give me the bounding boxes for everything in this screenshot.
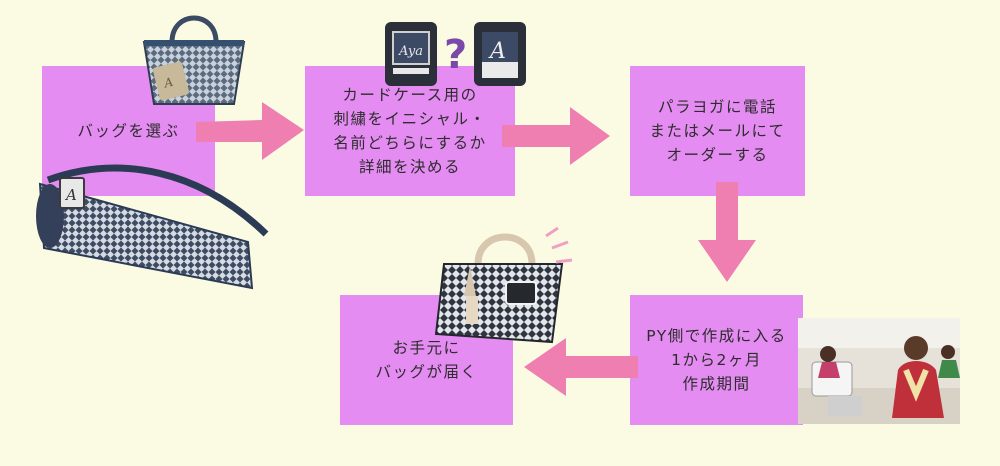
step-2-box: カードケース用の 刺繍をイニシャル・ 名前どちらにするか 詳細を決める [305,66,515,196]
step-2-line: 詳細を決める [358,158,461,176]
card-case-name-image: Aya [385,22,437,86]
arrow-left [524,338,638,396]
arrow-right-2 [502,107,610,165]
step-5-line: お手元に [392,339,461,357]
yoga-mat-bag-image: A [36,164,269,290]
arrow-down [698,182,756,282]
step-5-line: バッグが届く [375,363,478,381]
step-4-line: 作成期間 [682,375,751,393]
arrow-right-1 [196,102,304,160]
card-case-initial-image: A [474,22,526,86]
mat-bag-tag-label: A [64,186,77,204]
step-4-line: PY側で作成に入る [646,327,787,345]
card-name-text: Aya [398,44,423,59]
step-2-line: カードケース用の [342,86,478,104]
step-3-line: パラヨガに電話 [657,98,777,116]
tote-tag-label: A [162,75,175,91]
workshop-photo [798,318,960,424]
step-2-line: 名前どちらにするか [333,134,487,152]
step-3-box: パラヨガに電話 またはメールにて オーダーする [630,66,805,196]
step-2-line: 刺繍をイニシャル・ [333,110,487,128]
step-4-box: PY側で作成に入る 1から2ヶ月 作成期間 [630,295,803,425]
step-1-line: バッグを選ぶ [77,122,180,140]
tote-bag-image: A [142,15,246,105]
step-3-line: またはメールにて [649,122,786,140]
step-3-line: オーダーする [666,146,769,164]
delivered-bag-image [434,226,573,344]
question-mark-glyph: ? [444,32,467,78]
question-mark: ? [444,32,467,78]
card-initial-text: A [488,39,506,64]
step-4-line: 1から2ヶ月 [671,351,762,369]
